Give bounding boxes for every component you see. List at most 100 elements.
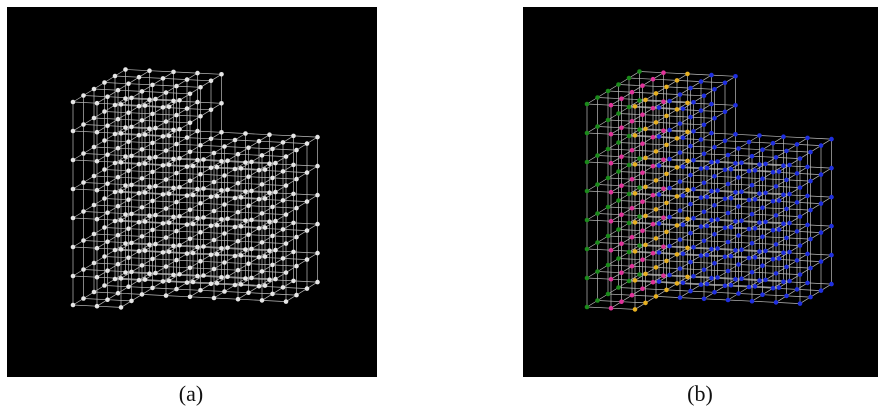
- lattice-node: [619, 125, 624, 130]
- lattice-node: [185, 280, 190, 285]
- lattice-node: [678, 295, 683, 300]
- lattice-edge: [129, 142, 153, 143]
- lattice-node: [763, 220, 768, 225]
- lattice-node: [726, 240, 731, 245]
- lattice-node: [267, 248, 272, 253]
- lattice-edge: [656, 180, 680, 181]
- lattice-edge: [249, 148, 273, 149]
- lattice-node: [143, 219, 148, 224]
- lattice-node: [123, 183, 128, 188]
- lattice-node: [143, 103, 148, 108]
- lattice-node: [215, 252, 220, 257]
- lattice-node: [161, 192, 166, 197]
- lattice-node: [164, 177, 169, 182]
- lattice-node: [763, 278, 768, 283]
- lattice-edge: [283, 258, 307, 259]
- lattice-node: [167, 279, 172, 284]
- lattice-node: [233, 138, 238, 143]
- lattice-edge: [238, 241, 262, 242]
- lattice-node: [685, 188, 690, 193]
- lattice-node: [123, 96, 128, 101]
- lattice-node: [753, 168, 758, 173]
- lattice-node: [705, 166, 710, 171]
- lattice-node: [198, 114, 203, 119]
- lattice-node: [233, 254, 238, 259]
- lattice-edge: [797, 202, 821, 203]
- lattice-node: [123, 154, 128, 159]
- lattice-node: [153, 126, 158, 131]
- lattice-node: [829, 253, 834, 258]
- lattice-node: [733, 248, 738, 253]
- lattice-edge: [94, 234, 118, 235]
- lattice-node: [805, 165, 810, 170]
- lattice-node: [661, 99, 666, 104]
- lattice-node: [281, 227, 286, 232]
- lattice-node: [219, 246, 224, 251]
- lattice-edge: [142, 207, 166, 208]
- lattice-node: [81, 151, 86, 156]
- lattice-node: [664, 288, 669, 293]
- lattice-node: [633, 307, 638, 312]
- lattice-node: [188, 179, 193, 184]
- lattice-edge: [773, 172, 797, 173]
- lattice-edge: [739, 207, 763, 208]
- lattice-node: [777, 227, 782, 232]
- lattice-node: [705, 282, 710, 287]
- lattice-node: [185, 77, 190, 82]
- lattice-node: [116, 117, 121, 122]
- lattice-node: [675, 165, 680, 170]
- lattice-node: [675, 194, 680, 199]
- lattice-edge: [608, 178, 632, 179]
- lattice-node: [273, 161, 278, 166]
- lattice-node: [171, 128, 176, 133]
- lattice-node: [633, 249, 638, 254]
- lattice-node: [126, 139, 131, 144]
- lattice-node: [95, 159, 100, 164]
- lattice-edge: [198, 131, 222, 132]
- lattice-node: [781, 163, 786, 168]
- lattice-edge: [166, 238, 190, 239]
- lattice-node: [270, 263, 275, 268]
- lattice-edge: [619, 259, 643, 260]
- lattice-node: [709, 73, 714, 78]
- lattice-edge: [752, 301, 776, 302]
- lattice-node: [123, 212, 128, 217]
- lattice-node: [246, 261, 251, 266]
- lattice-edge: [680, 95, 704, 96]
- lattice-edge: [118, 177, 142, 178]
- lattice-node: [637, 98, 642, 103]
- lattice-edge: [105, 228, 129, 229]
- lattice-node: [657, 105, 662, 110]
- lattice-node: [595, 298, 600, 303]
- lattice-node: [685, 275, 690, 280]
- lattice-node: [95, 304, 100, 309]
- lattice-edge: [715, 147, 739, 148]
- lattice-node: [281, 169, 286, 174]
- lattice-node: [239, 166, 244, 171]
- lattice-node: [661, 157, 666, 162]
- lattice-edge: [787, 267, 811, 268]
- lattice-node: [787, 250, 792, 255]
- lattice-node: [174, 142, 179, 147]
- lattice-node: [723, 197, 728, 202]
- lattice-node: [595, 153, 600, 158]
- lattice-edge: [622, 157, 646, 158]
- lattice-node: [212, 151, 217, 156]
- lattice-node: [640, 83, 645, 88]
- lattice-node: [609, 103, 614, 108]
- lattice-edge: [667, 290, 691, 291]
- lattice-edge: [283, 287, 307, 288]
- lattice-node: [294, 206, 299, 211]
- lattice-edge: [664, 73, 688, 74]
- lattice-node: [270, 234, 275, 239]
- lattice-node: [657, 192, 662, 197]
- lattice-node: [633, 220, 638, 225]
- lattice-node: [137, 249, 142, 254]
- lattice-node: [294, 235, 299, 240]
- lattice-node: [609, 306, 614, 311]
- lattice-edge: [608, 91, 632, 92]
- lattice-node: [757, 278, 762, 283]
- lattice-edge: [142, 265, 166, 266]
- lattice-edge: [249, 264, 273, 265]
- lattice-edge: [691, 262, 715, 263]
